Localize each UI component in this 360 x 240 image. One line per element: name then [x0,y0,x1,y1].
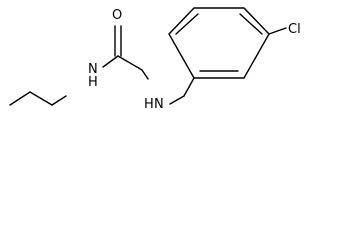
amine-nitrogen-label: N [154,97,164,112]
structure-canvas: O N H H N Cl [9,7,301,112]
benzene-ring [168,7,270,79]
oxygen-label: O [112,8,122,23]
bond-propyl-c1-c2 [9,91,31,106]
chlorine-label: Cl [288,22,301,37]
bond-nh-carbonyl [102,55,119,68]
bond-ch2-amine [141,69,149,80]
bond-carbonyl-ch2 [117,55,143,71]
amine-hydrogen-label: H [144,97,154,112]
bond-c3-nh [51,95,67,106]
aromatic-inner-3 [239,13,263,35]
bond-amine-benzyl [169,95,185,105]
molecule-structure: O N H H N Cl [9,7,301,112]
bond-propyl-c2-c3 [29,91,53,106]
bond-ring-cl [268,27,287,35]
bond-benzyl-ring [183,77,195,97]
amide-nitrogen-label: N [88,62,98,77]
aromatic-inner-2 [175,13,199,35]
amide-hydrogen-label: H [88,75,98,90]
